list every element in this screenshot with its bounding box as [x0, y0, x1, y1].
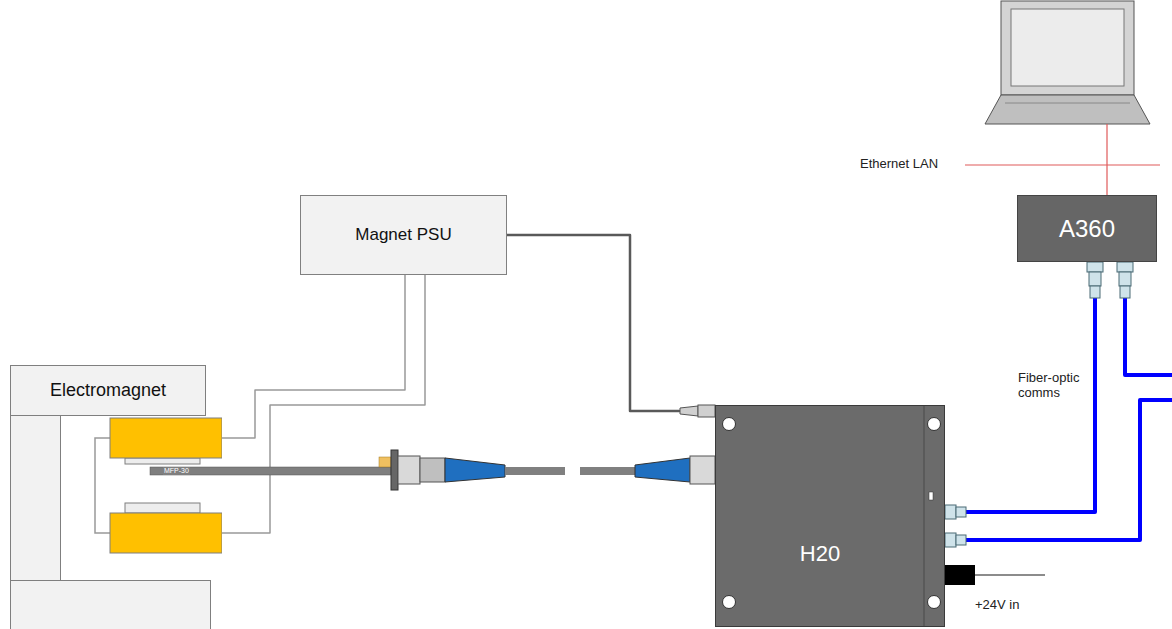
probe-connector [690, 456, 715, 484]
ethernet-line [1106, 124, 1107, 195]
fiber-connector [1087, 262, 1103, 272]
fiber-connector [945, 533, 956, 547]
laptop-display [1011, 9, 1124, 86]
cable [945, 262, 1172, 540]
node-title: H20 [800, 541, 840, 567]
yoke-top [11, 366, 206, 416]
fiber-connector [956, 535, 966, 545]
probe-rod [150, 467, 391, 475]
node-title: Electromagnet [50, 380, 166, 401]
probe-strain-relief [635, 458, 690, 482]
controller-box: A360 [1017, 195, 1157, 262]
pole-piece [125, 458, 200, 464]
magnet-outline [10, 365, 222, 629]
probe-cable [580, 467, 635, 475]
fiber-connector [1120, 286, 1130, 298]
probe-cable [505, 467, 565, 475]
cable [222, 275, 425, 533]
yoke-column [11, 416, 61, 581]
coil-link-wire [95, 438, 110, 533]
probe-body [420, 458, 445, 482]
node-title: A360 [1059, 215, 1115, 243]
node-title: Magnet PSU [355, 225, 451, 245]
cable [222, 275, 405, 438]
mounting-hole [723, 596, 736, 609]
power-label: +24V in [975, 598, 1019, 613]
mounting-hole [723, 418, 736, 431]
cable [507, 235, 715, 411]
network-label: Ethernet LAN [860, 157, 938, 172]
indicator [929, 492, 933, 500]
probe-strain-relief [445, 458, 505, 482]
pole-piece [125, 503, 200, 513]
laptop-base [985, 95, 1150, 124]
keyboard-line [1005, 103, 1130, 104]
cable [945, 262, 1095, 512]
fiber-connector [1119, 272, 1131, 286]
mounting-hole [928, 596, 941, 609]
probe-flange [391, 450, 398, 490]
coil [110, 418, 222, 458]
fiber-connector [1089, 272, 1101, 286]
title-area: H20 [716, 524, 924, 584]
link-label: Fiber-optic comms [1018, 371, 1090, 401]
cable-plug [680, 406, 698, 416]
power-wire [975, 574, 1045, 576]
mounting-hole [928, 418, 941, 431]
unit-details [716, 406, 944, 626]
fiber-connector [1117, 262, 1133, 272]
ethernet-line [965, 164, 1160, 165]
panel-edge [924, 406, 925, 626]
yoke-bottom [11, 581, 211, 629]
laptop-screen [1001, 1, 1134, 95]
power-supply-box: Magnet PSU [300, 195, 507, 275]
coil [110, 513, 222, 553]
fiber-connector [956, 507, 966, 517]
sensor-unit-box: H20 [715, 405, 945, 627]
cable-plug [698, 405, 715, 417]
title-area: Electromagnet [10, 365, 206, 416]
fiber-connector [1090, 286, 1100, 298]
fiber-connector [945, 505, 956, 519]
part-name: MFP-30 [163, 467, 190, 475]
probe-tip [379, 457, 391, 467]
probe-body [398, 456, 420, 484]
electromagnet: Electromagnet [10, 365, 222, 629]
